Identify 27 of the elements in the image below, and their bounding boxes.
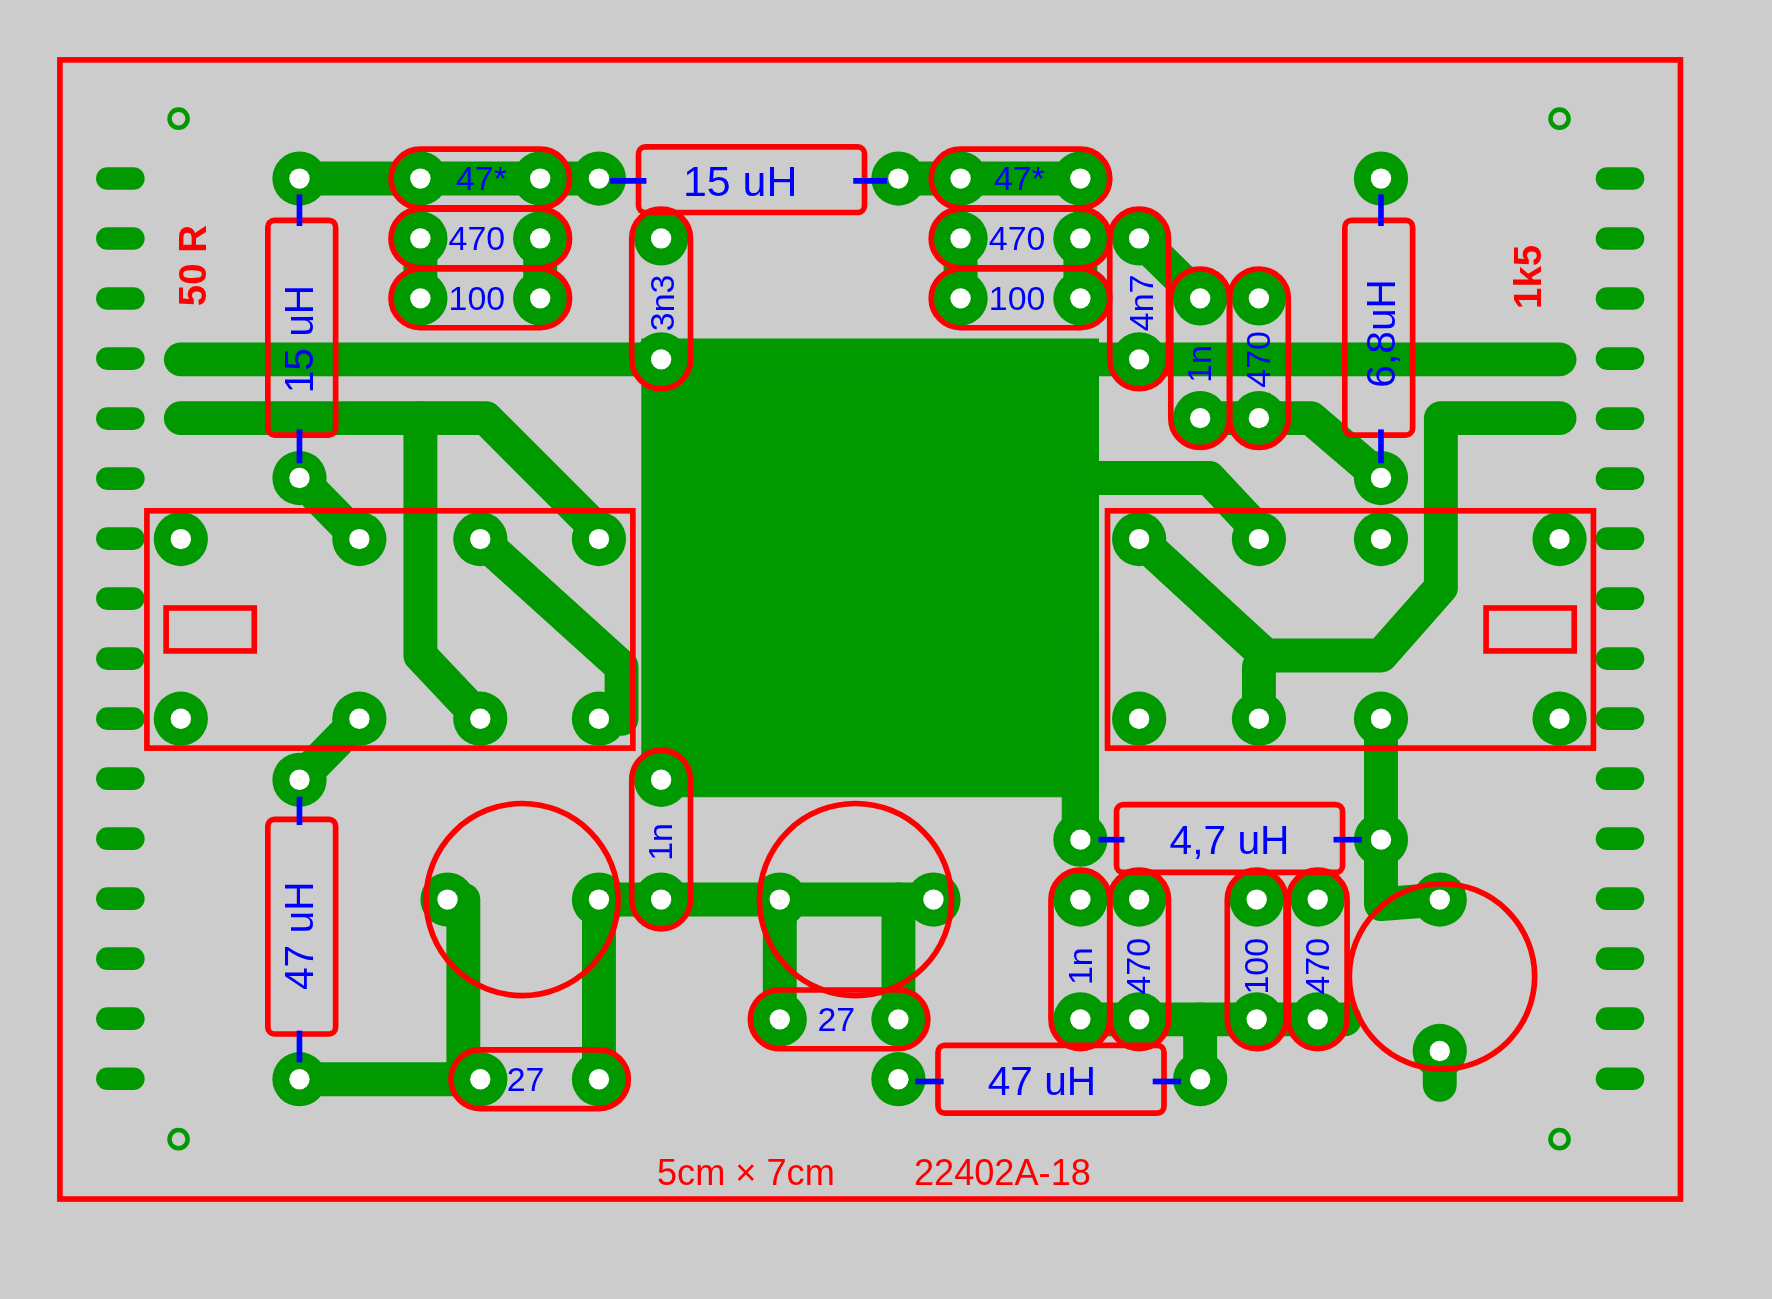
component-value: 47 uH	[987, 1061, 1097, 1102]
component-value: 470	[1122, 937, 1157, 995]
board-note: 22402A-18	[913, 1154, 1091, 1192]
board-label: 50 R	[172, 225, 212, 307]
component-value: 27	[506, 1062, 545, 1097]
component-value: 47*	[455, 161, 507, 196]
component-value: 100	[448, 281, 506, 316]
component-value: 4,7 uH	[1169, 820, 1290, 862]
component-value: 100	[1239, 937, 1274, 995]
component-value: 470	[1300, 937, 1335, 995]
component-value: 6,8uH	[1360, 279, 1402, 388]
component-value: 470	[988, 221, 1046, 256]
component-value: 47*	[993, 161, 1045, 196]
component-value: 47 uH	[279, 881, 320, 990]
board-label: 1k5	[1508, 244, 1548, 309]
component-value: 1n	[1183, 345, 1218, 383]
component-value: 1n	[644, 823, 679, 861]
component-value: 470	[1242, 331, 1276, 388]
component-value: 4n7	[1124, 274, 1159, 332]
component-value: 27	[817, 1002, 856, 1037]
component-value: 3n3	[645, 274, 680, 332]
component-value: 15 uH	[682, 159, 798, 203]
component-value: 1n	[1063, 947, 1098, 986]
board-note: 5cm × 7cm	[656, 1154, 835, 1192]
component-value: 15 uH	[279, 284, 320, 394]
component-value: 470	[448, 221, 506, 256]
component-value: 100	[988, 281, 1046, 316]
